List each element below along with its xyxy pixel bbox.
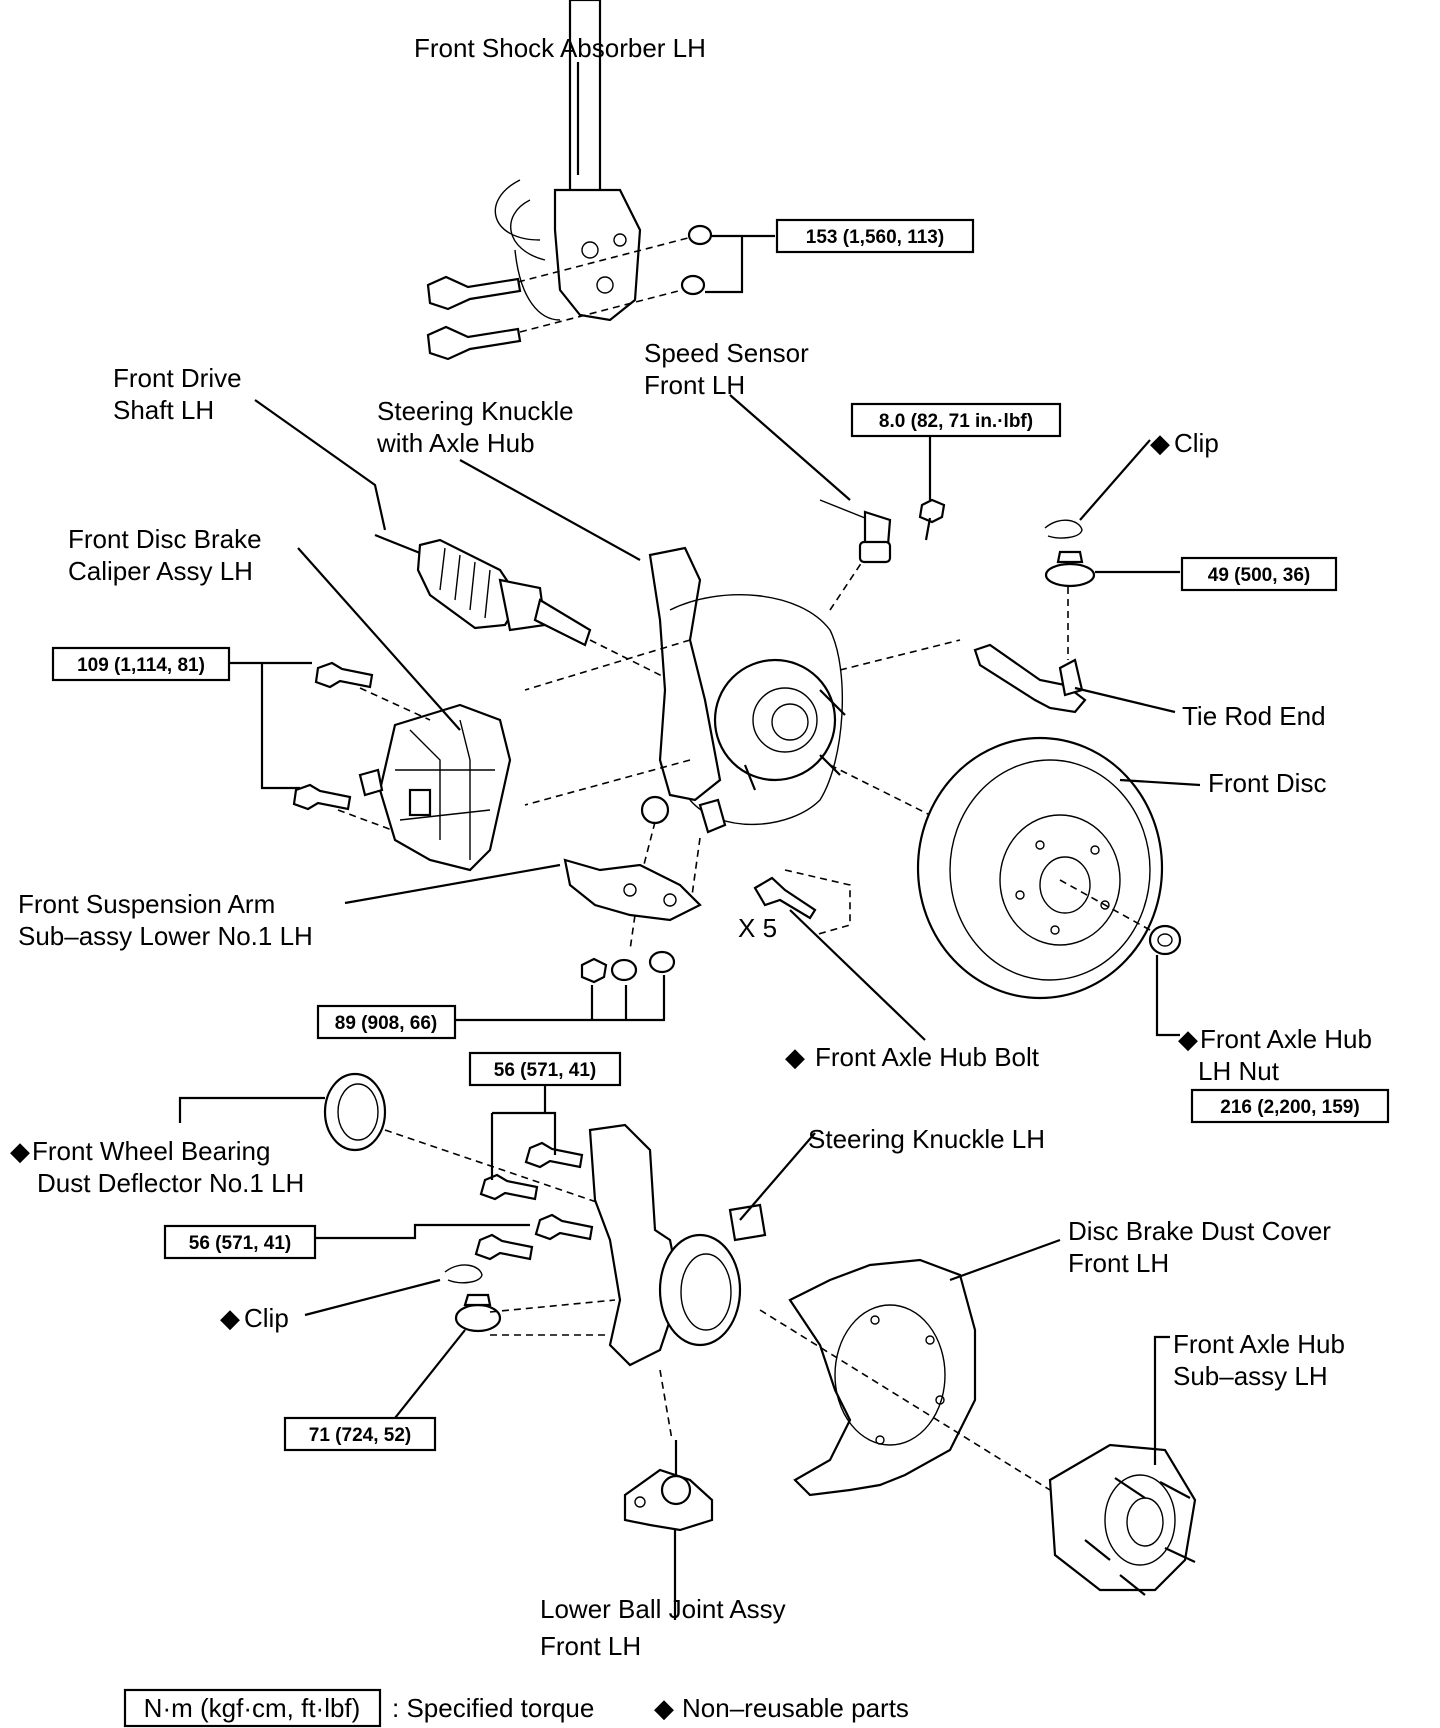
label-suspension-arm-1: Front Suspension Arm	[18, 889, 275, 919]
hub-bolt-and-nut-drawing	[753, 869, 1182, 956]
dust-deflector-drawing	[323, 1072, 621, 1211]
label-dust-deflector-1: ◆Front Wheel Bearing	[10, 1136, 270, 1166]
label-axle-hub-nut-1: ◆Front Axle Hub	[1178, 1024, 1372, 1054]
torque-box-tie-rod: 49 (500, 36)	[1180, 556, 1338, 592]
torque-box-axle-hub-nut: 216 (2,200, 159)	[1190, 1088, 1390, 1124]
non-reusable-icon: ◆	[1150, 428, 1170, 458]
torque-box-lower-dust-cover: 56 (571, 41)	[163, 1224, 317, 1260]
front-disc-drawing	[916, 736, 1164, 1000]
label-clip-lower: ◆Clip	[220, 1303, 289, 1333]
label-front-shock-absorber: Front Shock Absorber LH	[414, 33, 706, 63]
svg-text:216 (2,200, 159): 216 (2,200, 159)	[1220, 1097, 1359, 1118]
non-reusable-icon: ◆	[785, 1042, 805, 1072]
svg-text:49 (500, 36): 49 (500, 36)	[1208, 565, 1310, 586]
torque-box-upper-dust-cover: 56 (571, 41)	[468, 1051, 622, 1087]
label-front-axle-hub-bolt: ◆Front Axle Hub Bolt	[785, 1042, 1040, 1072]
label-front-axle-hub-subassy-2: Sub–assy LH	[1173, 1361, 1328, 1391]
torque-box-ball-joint: 71 (724, 52)	[283, 1416, 437, 1452]
svg-text:56 (571, 41): 56 (571, 41)	[189, 1233, 291, 1254]
label-caliper-1: Front Disc Brake	[68, 524, 262, 554]
torque-box-suspension-arm: 89 (908, 66)	[316, 1004, 457, 1040]
svg-text:153 (1,560, 113): 153 (1,560, 113)	[806, 227, 944, 248]
leader-lines	[178, 62, 1201, 1620]
legend-specified-torque: : Specified torque	[392, 1693, 594, 1723]
svg-text:8.0 (82, 71 in.·lbf): 8.0 (82, 71 in.·lbf)	[879, 411, 1033, 432]
label-front-axle-hub-subassy-1: Front Axle Hub	[1173, 1329, 1345, 1359]
ball-joint-nut-drawing	[444, 1264, 616, 1333]
tie-rod-end-drawing	[973, 519, 1096, 714]
label-dust-cover-1: Disc Brake Dust Cover	[1068, 1216, 1331, 1246]
non-reusable-icon: ◆	[220, 1303, 240, 1333]
front-shock-absorber-drawing	[426, 0, 713, 361]
legend-unit-box: N·m (kgf·cm, ft·lbf)	[144, 1693, 361, 1723]
label-axle-hub-nut-2: LH Nut	[1198, 1056, 1280, 1086]
torque-box-shock: 153 (1,560, 113)	[775, 218, 975, 254]
steering-knuckle-drawing	[474, 1123, 767, 1441]
label-x5: X 5	[738, 913, 777, 943]
svg-text:56 (571, 41): 56 (571, 41)	[494, 1060, 596, 1081]
legend-non-reusable: ◆Non–reusable parts	[654, 1693, 909, 1723]
speed-sensor-drawing	[819, 498, 946, 564]
non-reusable-icon: ◆	[654, 1693, 674, 1723]
label-suspension-arm-2: Sub–assy Lower No.1 LH	[18, 921, 313, 951]
lower-ball-joint-drawing	[623, 1440, 714, 1532]
torque-box-caliper: 109 (1,114, 81)	[51, 646, 231, 682]
svg-text:89 (908, 66): 89 (908, 66)	[335, 1013, 437, 1034]
label-dust-deflector-2: Dust Deflector No.1 LH	[37, 1168, 304, 1198]
suspension-arm-drawing	[563, 858, 702, 984]
label-tie-rod-end: Tie Rod End	[1182, 701, 1326, 731]
legend: N·m (kgf·cm, ft·lbf) : Specified torque …	[123, 1688, 909, 1728]
label-steering-knuckle: Steering Knuckle LH	[808, 1124, 1045, 1154]
label-caliper-2: Caliper Assy LH	[68, 556, 253, 586]
disc-brake-dust-cover-drawing	[759, 1258, 1051, 1497]
front-axle-hub-drawing	[1048, 1443, 1197, 1596]
label-front-drive-shaft-1: Front Drive	[113, 363, 242, 393]
steering-knuckle-with-axle-hub-drawing	[524, 546, 961, 951]
label-lower-ball-joint-2: Front LH	[540, 1631, 641, 1661]
caliper-drawing	[292, 661, 512, 872]
label-speed-sensor-1: Speed Sensor	[644, 338, 809, 368]
svg-text:109 (1,114, 81): 109 (1,114, 81)	[77, 655, 205, 676]
part-labels: Front Shock Absorber LH Front Drive Shaf…	[10, 33, 1372, 1661]
torque-box-speed-sensor: 8.0 (82, 71 in.·lbf)	[850, 402, 1062, 438]
label-speed-sensor-2: Front LH	[644, 370, 745, 400]
svg-text:71 (724, 52): 71 (724, 52)	[309, 1425, 411, 1446]
label-front-disc: Front Disc	[1208, 768, 1326, 798]
label-dust-cover-2: Front LH	[1068, 1248, 1169, 1278]
label-clip-upper: ◆Clip	[1150, 428, 1219, 458]
torque-specs: 153 (1,560, 113) 8.0 (82, 71 in.·lbf) 49…	[51, 218, 1390, 1452]
front-drive-shaft-drawing	[374, 533, 681, 686]
non-reusable-icon: ◆	[10, 1136, 30, 1166]
non-reusable-icon: ◆	[1178, 1024, 1198, 1054]
label-front-drive-shaft-2: Shaft LH	[113, 395, 214, 425]
label-steering-knuckle-axle-hub-2: with Axle Hub	[376, 428, 535, 458]
label-steering-knuckle-axle-hub-1: Steering Knuckle	[377, 396, 574, 426]
label-lower-ball-joint-1: Lower Ball Joint Assy	[540, 1594, 786, 1624]
